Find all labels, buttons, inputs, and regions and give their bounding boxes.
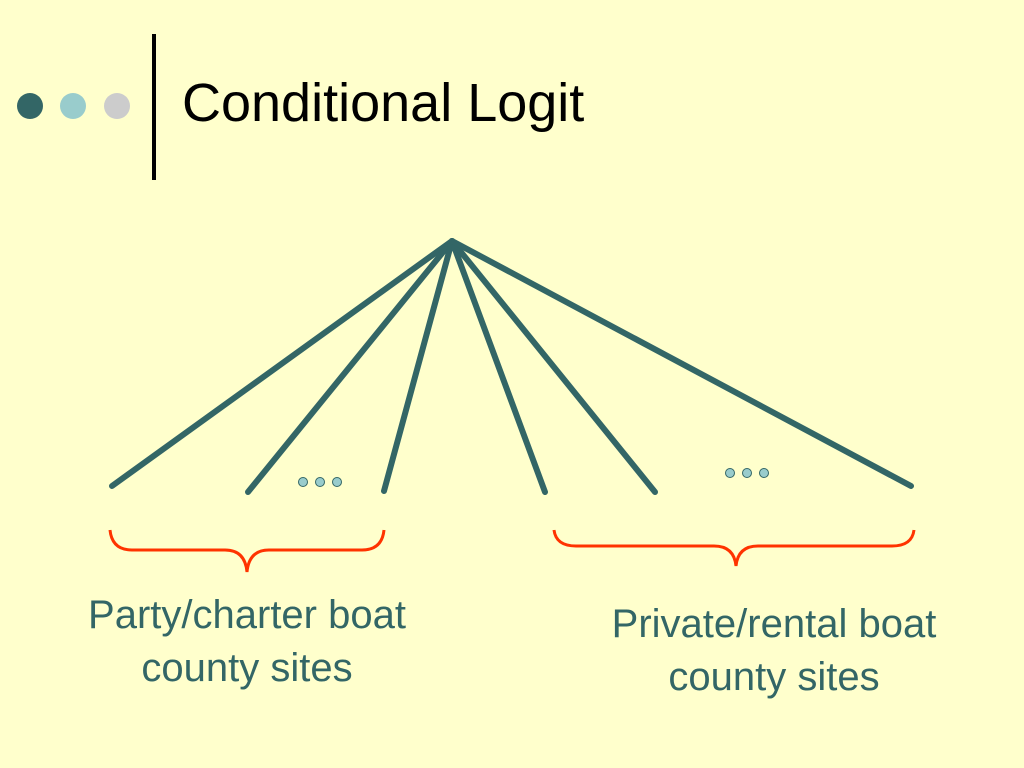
branch-1 (109, 238, 455, 489)
group-label-line: county sites (141, 646, 353, 690)
group-label-party-charter: Party/charter boat county sites (40, 589, 454, 695)
branch-2 (245, 238, 455, 495)
group-label-line: Private/rental boat (611, 602, 937, 646)
branch-3 (381, 238, 455, 494)
ellipsis-dot (315, 477, 325, 487)
title-dot-1 (17, 93, 43, 119)
group-label-line: county sites (668, 655, 880, 699)
branch-6 (449, 238, 914, 489)
ellipsis-left (298, 477, 342, 487)
ellipsis-dot (298, 477, 308, 487)
title-dot-3 (104, 93, 130, 119)
ellipsis-dot (332, 477, 342, 487)
group-label-private-rental: Private/rental boat county sites (562, 598, 986, 704)
title-bullet-dots (17, 93, 130, 119)
ellipsis-dot (725, 468, 735, 478)
branch-4 (449, 238, 548, 495)
group-label-line: Party/charter boat (88, 593, 406, 637)
brace-left (108, 529, 386, 573)
branch-5 (449, 238, 658, 495)
ellipsis-right (725, 468, 769, 478)
title-dot-2 (60, 93, 86, 119)
slide-title: Conditional Logit (182, 73, 585, 133)
title-divider (152, 34, 156, 180)
brace-right (552, 529, 916, 567)
ellipsis-dot (759, 468, 769, 478)
ellipsis-dot (742, 468, 752, 478)
